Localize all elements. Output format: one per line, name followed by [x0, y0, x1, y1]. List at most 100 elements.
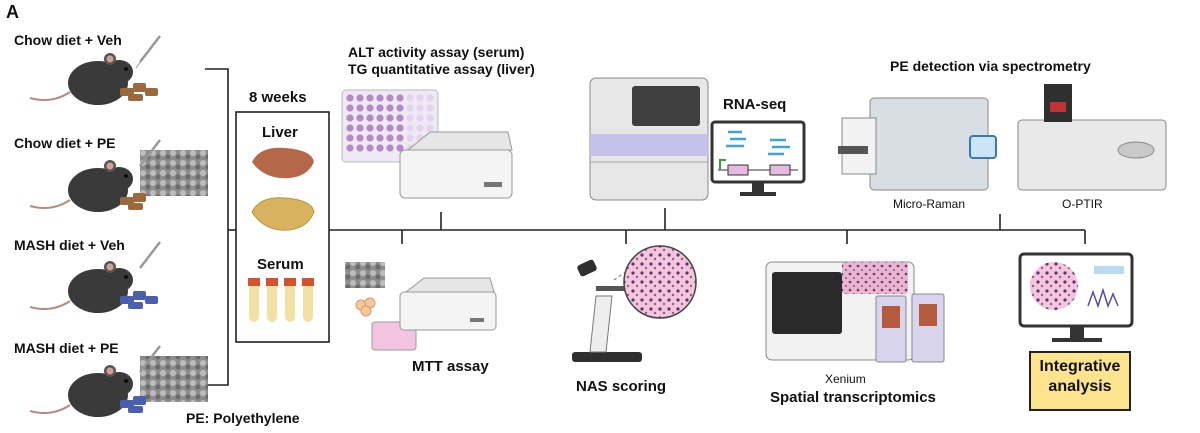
plate-well — [366, 114, 374, 122]
nas-scoring-label: NAS scoring — [576, 378, 667, 395]
plate-well — [426, 104, 434, 112]
plate-well — [346, 134, 354, 142]
plate-well — [376, 94, 384, 102]
pe-note: PE: Polyethylene — [186, 410, 300, 426]
plate-well — [396, 124, 404, 132]
pe-particles-2 — [140, 356, 208, 402]
plate-well — [406, 104, 414, 112]
plate-well — [346, 94, 354, 102]
integrative-monitor-icon — [1018, 252, 1134, 342]
plate-well — [396, 114, 404, 122]
serum-tubes-icon — [248, 278, 314, 322]
plate-well — [346, 124, 354, 132]
plate-well — [386, 94, 394, 102]
optir-icon — [1017, 84, 1167, 191]
plate-well — [366, 144, 374, 152]
plate-well — [346, 104, 354, 112]
mouse-chow-pe — [29, 160, 133, 212]
group-label-4: MASH diet + PE — [14, 340, 119, 356]
syringe-1 — [135, 35, 161, 69]
rnaseq-monitor-icon — [710, 120, 806, 196]
alt-assay-label: ALT activity assay (serum) — [348, 44, 525, 60]
plate-well — [366, 104, 374, 112]
xenium-slide-icon — [875, 293, 945, 363]
mouse-chow-veh — [29, 53, 133, 105]
sequencer-icon — [589, 77, 709, 201]
microscope-icon — [572, 259, 642, 362]
plate-well — [376, 124, 384, 132]
plate-well — [366, 94, 374, 102]
plate-well — [406, 114, 414, 122]
chow-pellets-2 — [120, 193, 146, 210]
rnaseq-label: RNA-seq — [723, 96, 787, 113]
plate-well — [386, 144, 394, 152]
plate-well — [356, 104, 364, 112]
pe-detection-label: PE detection via spectrometry — [890, 58, 1091, 74]
mtt-assay-label: MTT assay — [412, 358, 489, 375]
timeline — [329, 208, 1086, 244]
optir-label: O-PTIR — [1062, 197, 1103, 211]
plate-well — [356, 134, 364, 142]
plate-well — [356, 94, 364, 102]
syringe-2 — [139, 139, 161, 167]
plate-well — [426, 94, 434, 102]
plate-well — [376, 144, 384, 152]
serum-label: Serum — [257, 256, 304, 273]
plate-well — [386, 114, 394, 122]
group-label-2: Chow diet + PE — [14, 135, 116, 151]
fatty-liver-icon — [251, 197, 315, 231]
chow-pellets-1 — [120, 83, 158, 101]
integrative-analysis-label: Integrative analysis — [1039, 358, 1121, 395]
mouse-mash-pe — [29, 365, 133, 417]
plate-well — [376, 104, 384, 112]
plate-well — [416, 114, 424, 122]
micro-raman-icon — [838, 97, 997, 191]
duration-label: 8 weeks — [249, 89, 307, 106]
mash-pellets-2 — [120, 396, 146, 413]
liver-icon — [252, 147, 314, 179]
xenium-label: Xenium — [825, 372, 866, 386]
cells-icon — [355, 297, 376, 317]
plate-well — [356, 144, 364, 152]
plate-reader-icon-2 — [399, 277, 497, 331]
well-plate-icon — [341, 89, 439, 163]
liver-label: Liver — [262, 124, 298, 141]
plate-well — [406, 134, 414, 142]
plate-well — [386, 104, 394, 112]
histology-zoom-icon — [623, 245, 697, 319]
plate-well — [396, 134, 404, 142]
spatial-transcriptomics-label: Spatial transcriptomics — [770, 389, 936, 406]
plate-well — [356, 124, 364, 132]
syringe-3 — [139, 241, 161, 269]
panel-label: A — [6, 2, 19, 22]
integrative-box — [1029, 351, 1131, 411]
plate-well — [396, 94, 404, 102]
plate-well — [416, 124, 424, 132]
syringe-4 — [139, 345, 161, 373]
mash-pellets-1 — [120, 291, 158, 309]
tg-assay-label: TG quantitative assay (liver) — [348, 61, 535, 77]
mouse-mash-veh — [29, 261, 133, 313]
plate-well — [426, 124, 434, 132]
plate-well — [366, 124, 374, 132]
plate-well — [356, 114, 364, 122]
micro-raman-label: Micro-Raman — [893, 197, 966, 211]
plate-well — [416, 94, 424, 102]
plate-well — [376, 114, 384, 122]
plate-well — [376, 134, 384, 142]
plate-well — [426, 114, 434, 122]
group-label-1: Chow diet + Veh — [14, 32, 122, 48]
plate-well — [406, 94, 414, 102]
pe-particles-1 — [140, 150, 208, 196]
plate-well — [396, 144, 404, 152]
plate-well — [346, 144, 354, 152]
plate-well — [386, 134, 394, 142]
plate-well — [406, 124, 414, 132]
plate-well — [366, 134, 374, 142]
pe-particles-3 — [345, 262, 385, 288]
group-bracket — [205, 68, 236, 386]
group-label-3: MASH diet + Veh — [14, 237, 125, 253]
plate-reader-icon-1 — [399, 131, 513, 199]
plate-well — [346, 114, 354, 122]
